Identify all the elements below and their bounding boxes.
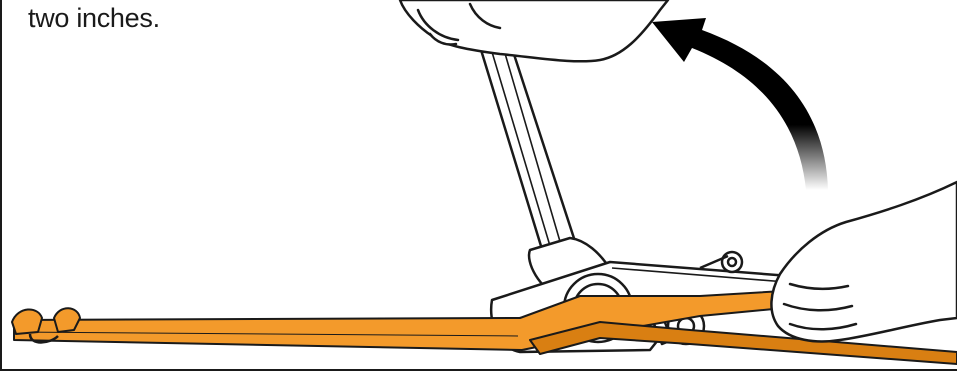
curved-arrow-icon bbox=[652, 18, 828, 190]
hand-icon bbox=[400, 0, 668, 61]
ratchet-handle-icon bbox=[478, 36, 612, 296]
hand-icon bbox=[771, 182, 957, 341]
